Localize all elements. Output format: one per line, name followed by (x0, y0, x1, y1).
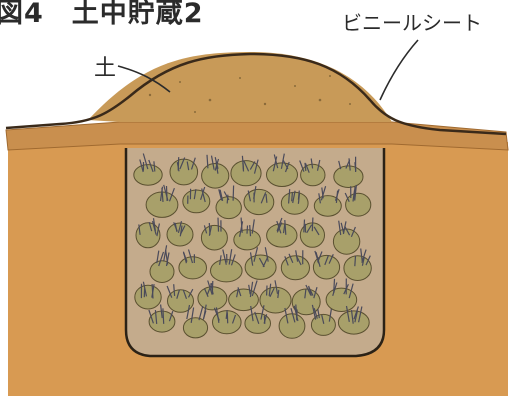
label-vinyl-sheet: ビニールシート (342, 7, 482, 36)
label-soil: 土 (94, 50, 116, 82)
soil-mound (88, 52, 392, 122)
vinyl-leader (380, 40, 418, 100)
figure-title: 図4 土中貯蔵2 (0, 0, 204, 30)
